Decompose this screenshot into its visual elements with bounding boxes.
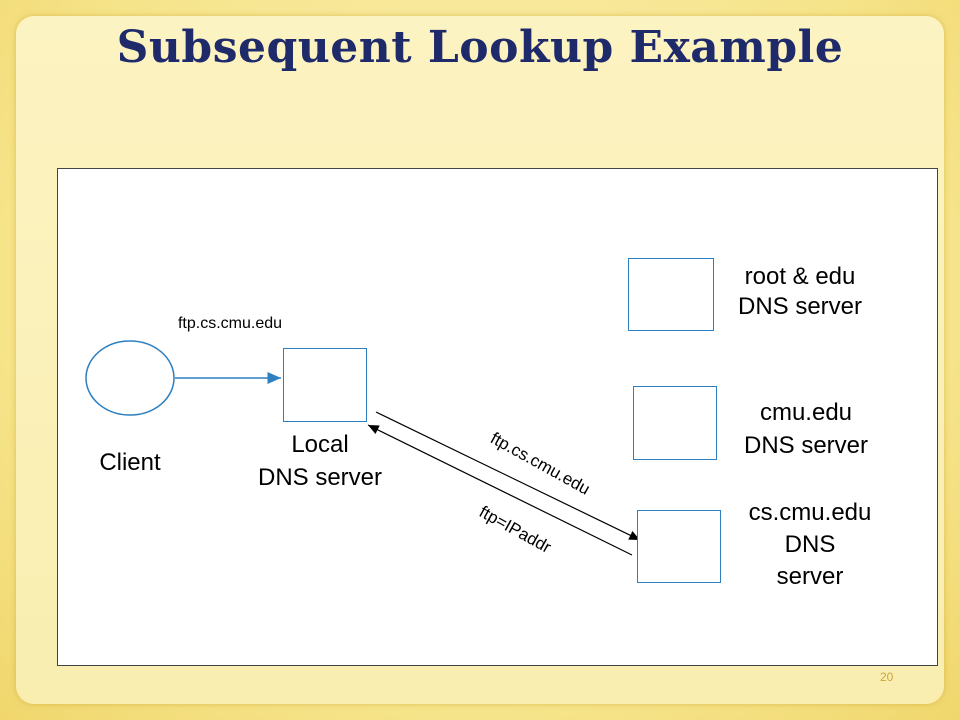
cs-dns-label-line2: DNS bbox=[784, 531, 836, 558]
query-label: ftp.cs.cmu.edu bbox=[177, 315, 283, 332]
client-label: Client bbox=[99, 449, 161, 476]
cs-dns-label-line3: server bbox=[776, 563, 844, 590]
client-node bbox=[85, 340, 175, 416]
root-dns-label-line1: root & edu bbox=[744, 263, 856, 290]
local-dns-label-line2: DNS server bbox=[257, 464, 383, 491]
root-dns-node bbox=[628, 258, 714, 331]
diagram-panel bbox=[57, 168, 938, 666]
slide-title: Subsequent Lookup Example bbox=[116, 22, 844, 73]
cs-dns-label-line1: cs.cmu.edu bbox=[748, 499, 872, 526]
page-number: 20 bbox=[880, 670, 894, 684]
cmu-dns-label-line2: DNS server bbox=[743, 432, 869, 459]
local-dns-label-line1: Local bbox=[291, 431, 349, 458]
cs-dns-node bbox=[637, 510, 721, 583]
response-arrow bbox=[367, 424, 633, 556]
request-arrow bbox=[375, 411, 641, 541]
cmu-dns-node bbox=[633, 386, 717, 460]
root-dns-label-line2: DNS server bbox=[737, 293, 863, 320]
cmu-dns-label-line1: cmu.edu bbox=[759, 399, 853, 426]
local-dns-node bbox=[283, 348, 367, 422]
